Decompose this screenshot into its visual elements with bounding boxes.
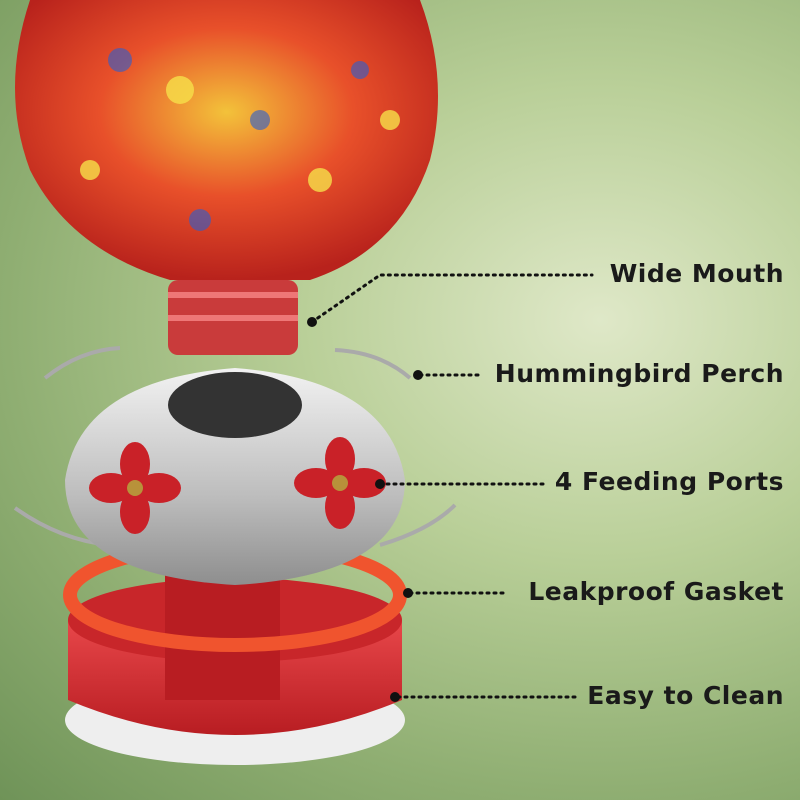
feeder-dome	[65, 368, 405, 585]
label-wide-mouth: Wide Mouth	[609, 259, 784, 288]
label-leakproof-gasket: Leakproof Gasket	[528, 577, 784, 606]
feeder-base	[65, 570, 405, 765]
label-hummingbird-perch: Hummingbird Perch	[494, 359, 784, 388]
leader-wide-mouth	[310, 273, 594, 324]
feeding-port-flower	[89, 437, 386, 534]
label-easy-to-clean: Easy to Clean	[587, 681, 784, 710]
label-feeding-ports: 4 Feeding Ports	[554, 467, 784, 496]
glass-bottle	[15, 0, 438, 355]
